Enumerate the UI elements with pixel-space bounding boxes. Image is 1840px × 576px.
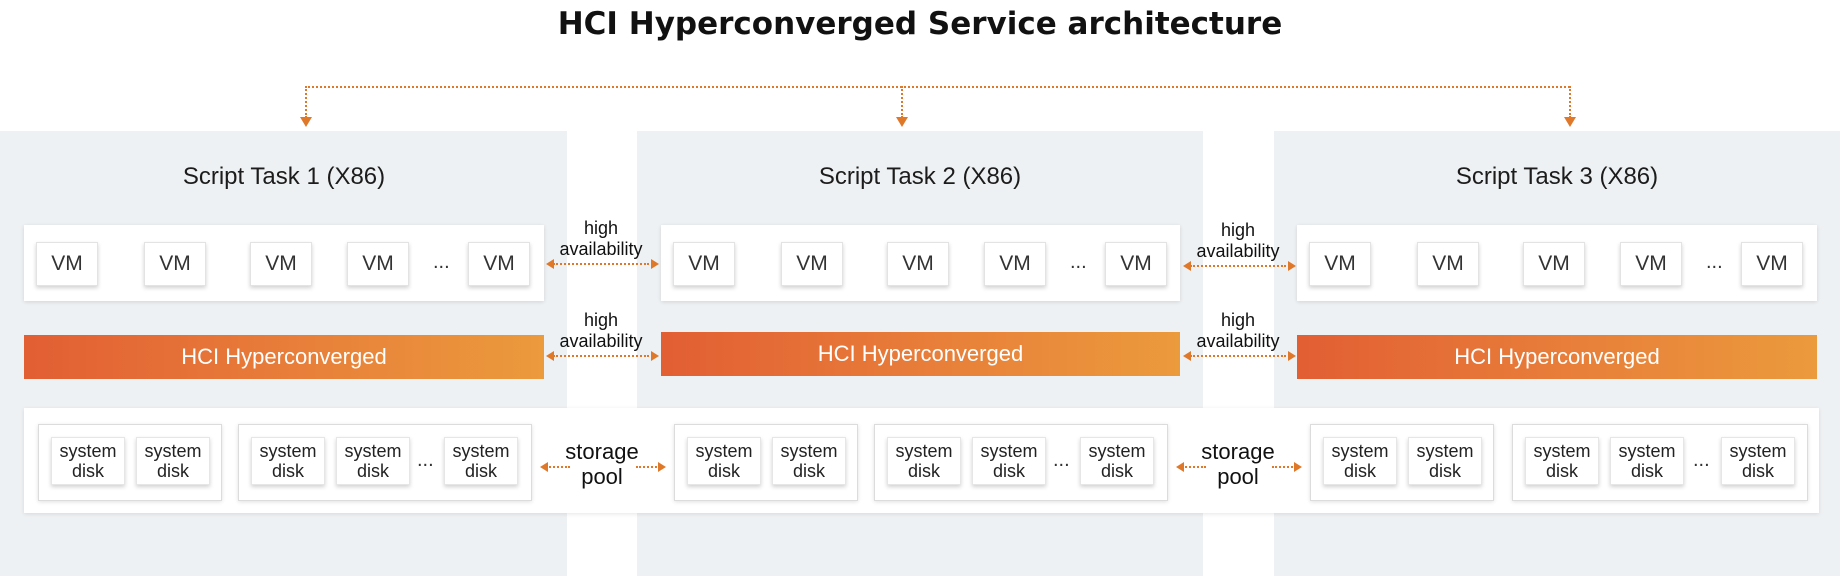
vm-box: VM [1105,242,1167,286]
ha-connector [1190,265,1286,267]
ha-label-hci-2: high availability [1183,310,1293,352]
vm-box: VM [673,242,735,286]
ha-connector [1190,355,1286,357]
column-title-3: Script Task 3 (X86) [1455,163,1659,190]
vm-box: VM [250,242,312,286]
ha-connector [553,355,649,357]
storage-pool-label-1: storage pool [547,439,657,489]
ellipsis: ... [1693,449,1710,471]
arrow-left-icon [546,351,554,361]
arrow-down-icon [1564,117,1576,127]
sp-line1: storage [565,439,639,464]
arrow-left-icon [1183,261,1191,271]
arrow-right-icon [651,351,659,361]
vm-box: VM [36,242,98,286]
sp-line1: storage [1201,439,1275,464]
vm-row-2: VM VM VM VM ... VM [661,225,1180,301]
vm-box: VM [1417,242,1479,286]
vm-box: VM [1523,242,1585,286]
ellipsis: ... [433,251,450,273]
ha-label-hci-1: high availability [546,310,656,352]
vm-box: VM [984,242,1046,286]
distribution-drop-1 [305,86,307,118]
vm-box: VM [1741,242,1803,286]
ha-line1: high [1220,310,1256,330]
arrow-right-icon [1294,462,1302,472]
arrow-left-icon [1176,462,1184,472]
sp-line2: pool [581,464,623,489]
hci-bar-1: HCI Hyperconverged [24,335,544,379]
arrow-right-icon [1288,261,1296,271]
arrow-left-icon [546,259,554,269]
arrow-down-icon [896,117,908,127]
sp-line2: pool [1217,464,1259,489]
arrow-right-icon [651,259,659,269]
ha-line2: availability [559,331,643,351]
arrow-right-icon [1288,351,1296,361]
storage-pool-label-2: storage pool [1183,439,1293,489]
vm-box: VM [468,242,530,286]
ellipsis: ... [1706,251,1723,273]
column-title-1: Script Task 1 (X86) [182,163,386,190]
storage-connector-right [1272,466,1296,468]
storage-connector-left [1182,466,1206,468]
ha-line2: availability [1196,331,1280,351]
arrow-left-icon [1183,351,1191,361]
vm-box: VM [1620,242,1682,286]
storage-connector-right [636,466,660,468]
ha-label-vm-1: high availability [546,218,656,260]
distribution-line [305,86,1570,88]
arrow-left-icon [540,462,548,472]
ellipsis: ... [1070,251,1087,273]
vm-box: VM [144,242,206,286]
ha-line2: availability [559,239,643,259]
column-title-2: Script Task 2 (X86) [818,163,1022,190]
vm-box: VM [1309,242,1371,286]
page-title: HCI Hyperconverged Service architecture [557,6,1283,42]
ha-connector [553,263,649,265]
arrow-right-icon [658,462,666,472]
ha-line1: high [583,310,619,330]
ha-line1: high [1220,220,1256,240]
ha-line1: high [583,218,619,238]
ha-label-vm-2: high availability [1183,220,1293,262]
vm-row-3: VM VM VM VM ... VM [1297,225,1817,301]
vm-box: VM [347,242,409,286]
arrow-down-icon [300,117,312,127]
vm-row-1: VM VM VM VM ... VM [24,225,544,301]
hci-bar-2: HCI Hyperconverged [661,332,1180,376]
storage-connector-left [546,466,570,468]
ha-line2: availability [1196,241,1280,261]
distribution-drop-2 [901,86,903,118]
ellipsis: ... [1053,449,1070,471]
vm-box: VM [781,242,843,286]
vm-box: VM [887,242,949,286]
distribution-drop-3 [1569,86,1571,118]
hci-bar-3: HCI Hyperconverged [1297,335,1817,379]
ellipsis: ... [417,449,434,471]
